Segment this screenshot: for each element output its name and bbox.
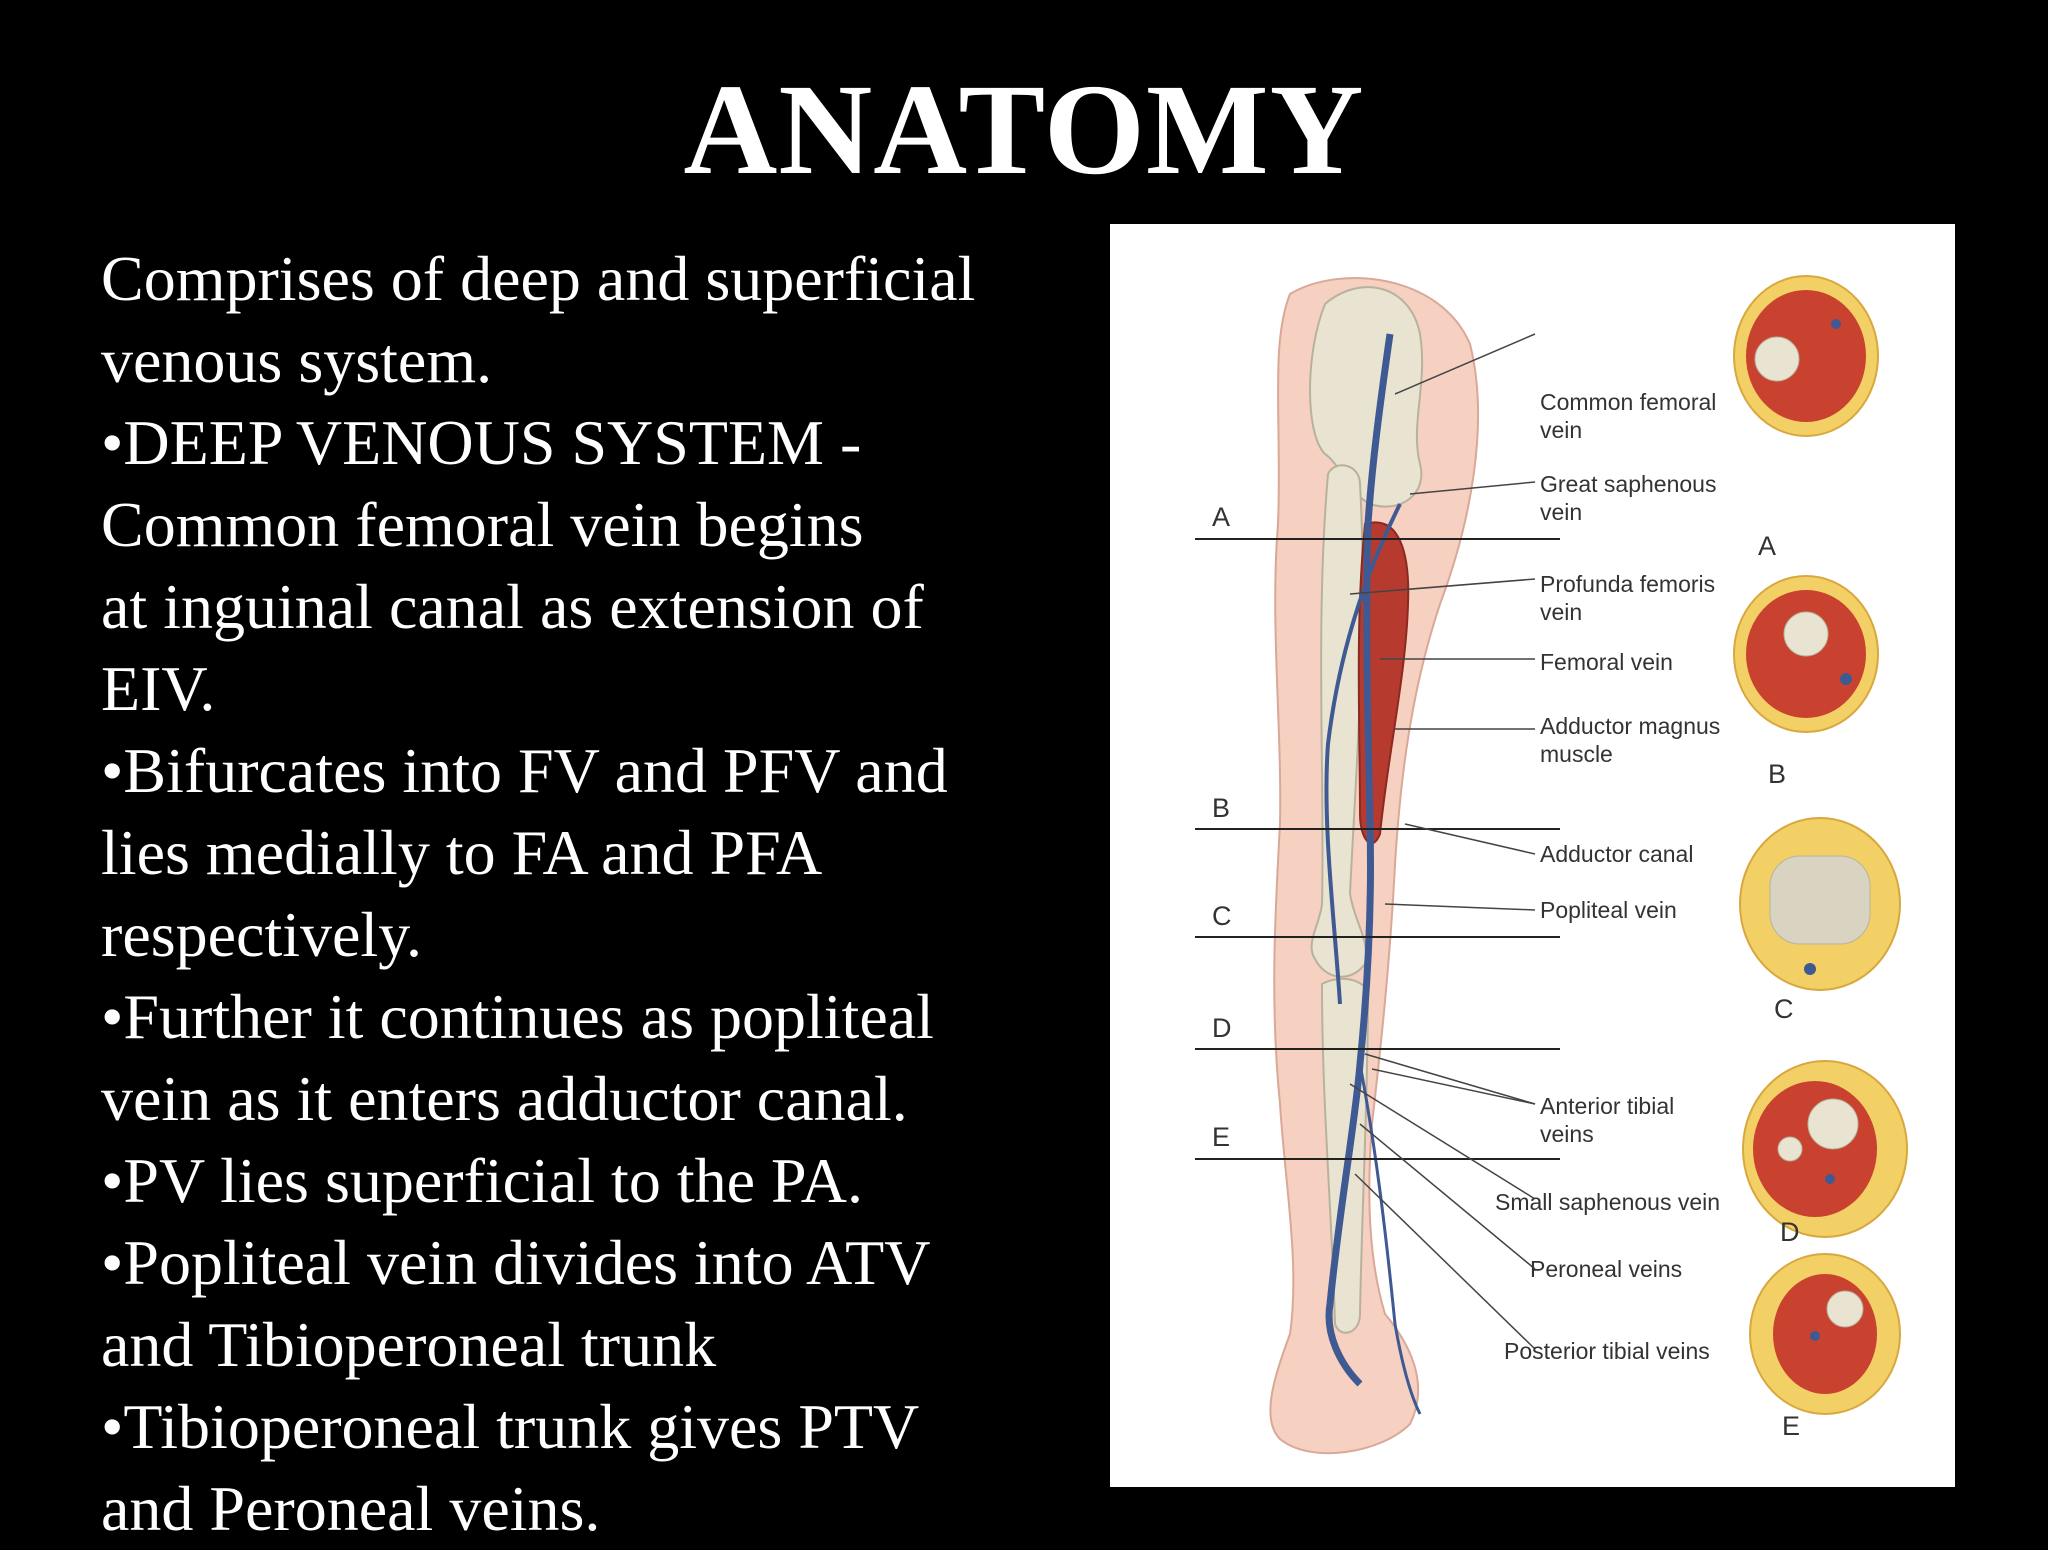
label-great-saphenous-vein: Great saphenous vein [1540,471,1717,525]
section-letter-right: D [1780,1217,1800,1247]
cross-section-e [1749,1253,1901,1415]
label-adductor-canal: Adductor canal [1540,841,1694,867]
text-line: Common femoral vein begins [101,489,864,560]
label-popliteal-vein: Popliteal vein [1540,897,1677,923]
text-line: lies medially to FA and PFA [101,817,823,888]
text-line: and Peroneal veins. [101,1473,601,1544]
text-line: and Tibioperoneal trunk [101,1309,717,1380]
section-letter-right: C [1774,994,1794,1024]
cross-section-b [1733,575,1879,733]
text-line: •Tibioperoneal trunk gives PTV [101,1391,920,1462]
section-letter-left: C [1212,901,1232,931]
leg-illustration [1195,275,1908,1455]
text-line: •Bifurcates into FV and PFV and [101,735,948,806]
section-letter-right: A [1758,531,1777,561]
section-letter-left: D [1212,1013,1232,1043]
body-text: Comprises of deep and superficial venous… [101,238,1068,1550]
text-line: •PV lies superficial to the PA. [101,1145,863,1216]
text-line: •Further it continues as popliteal [101,981,934,1052]
cross-section-c [1739,817,1901,991]
section-letter-right: E [1782,1411,1801,1441]
great-saphenous-path [1324,503,1402,1005]
text-line: Comprises of deep and superficial [101,243,976,314]
label-profunda-femoris-vein: Profunda femoris vein [1540,571,1716,625]
leg-venous-anatomy-figure: A B C D E A B C D E Common femoral vein … [1110,224,1955,1487]
label-peroneal-veins: Peroneal veins [1530,1256,1683,1282]
cross-section-a [1733,275,1879,437]
text-line: vein as it enters adductor canal. [101,1063,908,1134]
text-line: venous system. [101,325,493,396]
text-line: EIV. [101,653,216,724]
section-letter-left: E [1212,1122,1231,1152]
label-small-saphenous-vein: Small saphenous vein [1495,1189,1721,1215]
slide-title: ANATOMY [683,58,1365,202]
label-posterior-tibial-veins: Posterior tibial veins [1504,1338,1710,1364]
label-common-femoral-vein: Common femoral vein [1540,389,1717,443]
label-anterior-tibial-veins: Anterior tibial veins [1540,1093,1675,1147]
text-line: •Popliteal vein divides into ATV [101,1227,931,1298]
cross-section-d [1742,1060,1908,1238]
tibial-veins-path [1358,1063,1422,1415]
text-line: respectively. [101,899,423,970]
label-adductor-magnus-muscle: Adductor magnus muscle [1540,713,1721,767]
text-line: •DEEP VENOUS SYSTEM - [101,407,862,478]
section-letter-left: A [1212,502,1231,532]
femoral-vein-path [1325,333,1394,1387]
leader-lines [1349,333,1536,1350]
text-line: at inguinal canal as extension of [101,571,924,642]
pelvis-bone [1309,286,1424,508]
section-letter-right: B [1768,759,1787,789]
label-femoral-vein: Femoral vein [1540,649,1673,675]
section-letter-left: B [1212,793,1231,823]
